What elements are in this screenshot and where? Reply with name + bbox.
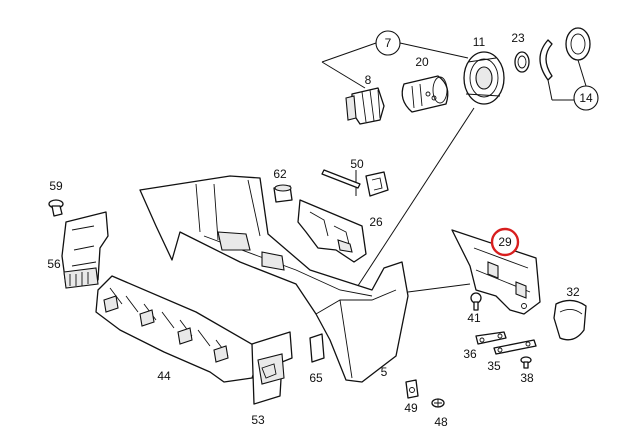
callout-59[interactable]: 59 <box>49 179 63 193</box>
part-11-lock-housing: 11 <box>463 35 505 105</box>
part-32-end-cap: 32 <box>553 285 587 341</box>
callout-56[interactable]: 56 <box>47 257 61 271</box>
part-14-spring-clip: 14 <box>539 27 599 111</box>
callout-50[interactable]: 50 <box>350 157 364 171</box>
callout-49[interactable]: 49 <box>404 401 418 415</box>
part-5-bumper-cover: 5 <box>139 175 409 383</box>
callout-62[interactable]: 62 <box>273 167 287 181</box>
part-50-rod: 50 <box>321 157 389 197</box>
callout-32[interactable]: 32 <box>566 285 580 299</box>
callout-8[interactable]: 8 <box>365 73 372 87</box>
part-38-pin: 38 <box>520 356 534 385</box>
part-8-lock-cylinder: 8 <box>345 73 385 125</box>
callout-29[interactable]: 29 <box>498 235 512 249</box>
part-26-bracket: 26 <box>297 199 383 263</box>
part-53-mount-plate: 53 <box>251 331 293 427</box>
part-65-pad: 65 <box>309 333 325 385</box>
part-48-screw: 48 <box>431 398 448 429</box>
part-23-ring: 23 <box>511 31 530 73</box>
callout-group-7: 7 <box>321 30 469 89</box>
callout-20[interactable]: 20 <box>415 55 429 69</box>
part-59-screw: 59 <box>48 179 64 217</box>
part-44-energy-absorber: 44 <box>95 275 263 383</box>
part-20-lock-barrel: 20 <box>401 55 449 113</box>
callout-36[interactable]: 36 <box>463 347 477 361</box>
callout-26[interactable]: 26 <box>369 215 383 229</box>
callout-23[interactable]: 23 <box>511 31 525 45</box>
part-62-clip-nut: 62 <box>273 167 293 203</box>
part-49-clip: 49 <box>404 379 419 415</box>
callout-14[interactable]: 14 <box>579 91 593 105</box>
part-56-side-bracket: 56 <box>47 211 109 289</box>
callout-41[interactable]: 41 <box>467 311 481 325</box>
part-35-link-bar: 35 <box>487 339 537 373</box>
part-36-link-strap: 36 <box>463 331 507 361</box>
callout-35[interactable]: 35 <box>487 359 501 373</box>
callout-5[interactable]: 5 <box>381 365 388 379</box>
part-29-side-bracket: 29 <box>407 227 541 315</box>
callout-38[interactable]: 38 <box>520 371 534 385</box>
part-41-bolt: 41 <box>467 292 482 325</box>
callout-11[interactable]: 11 <box>473 35 486 49</box>
callout-44[interactable]: 44 <box>157 369 171 383</box>
callout-48[interactable]: 48 <box>434 415 448 429</box>
callout-53[interactable]: 53 <box>251 413 265 427</box>
callout-7[interactable]: 7 <box>385 36 392 50</box>
callout-65[interactable]: 65 <box>309 371 323 385</box>
